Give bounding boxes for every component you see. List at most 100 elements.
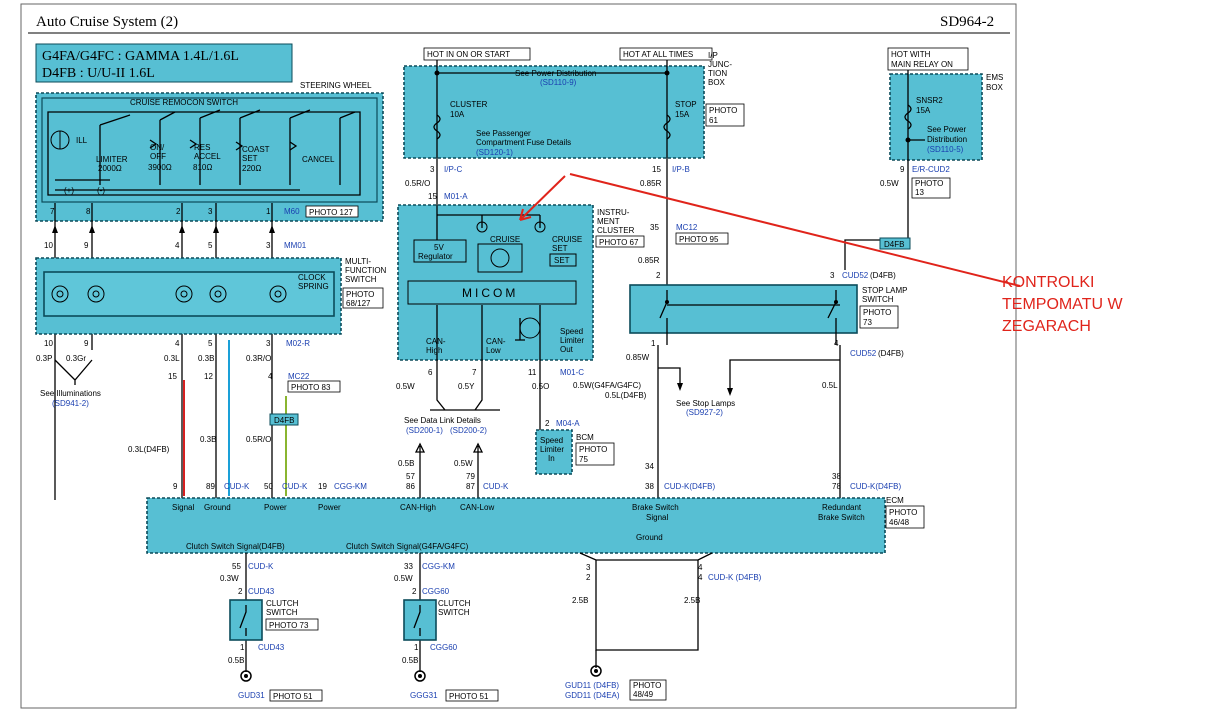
mf-label-3: SWITCH [345, 275, 377, 284]
plus-label: (+) [64, 186, 74, 195]
wire-0.3l-d4fb: 0.3L(D4FB) [128, 445, 170, 454]
wire-7-0.5y: 0.5Y [458, 382, 475, 391]
cluster-photo-box [595, 235, 645, 248]
stop-lamp-photo: PHOTO [863, 308, 891, 317]
ecm-pin-78: 78 [832, 482, 841, 491]
l-photo: PHOTO 73 [269, 621, 309, 630]
set-indicator: SET [554, 256, 570, 265]
hot-at-all-times-box [619, 47, 713, 61]
annotation-line-2: TEMPOMATU W [1002, 296, 1123, 313]
ip-photo: PHOTO [709, 106, 737, 115]
r-photo-no: 48/49 [633, 690, 654, 699]
bcm-photo-no: 75 [579, 455, 588, 464]
m01c-pin-6: 6 [428, 368, 433, 377]
wire-0.85w: 0.85W [626, 353, 650, 362]
wire-0.5w-g4fa: 0.5W(G4FA/G4FC) [573, 381, 641, 390]
wire-can-0.5b: 0.5B [398, 459, 414, 468]
remocon-internals [47, 109, 361, 196]
engine-line-2: D4FB : U/U-II 1.6L [42, 66, 155, 81]
wire-0.3gr: 0.3Gr [66, 354, 86, 363]
ems-see-power-2: Distribution [927, 135, 967, 144]
stop-lamp-photo-no: 73 [863, 318, 872, 327]
cruise-set-label-2: SET [552, 244, 568, 253]
bcm-in: In [548, 454, 555, 463]
m01a-pin-15: 15 [428, 192, 437, 201]
m60-pin-1: 1 [266, 207, 271, 216]
r-ground-icon [590, 665, 602, 677]
m04a-connector: M04-A [556, 419, 580, 428]
l-ground-icon [240, 670, 252, 682]
l-clutch-label-2: SWITCH [266, 608, 298, 617]
r-photo-box [629, 679, 667, 701]
see-power-ref: (SD110-9) [540, 78, 577, 87]
speed-label-3: Out [560, 345, 574, 354]
cluster-label-2: MENT [597, 217, 620, 226]
wire-0.5ro: 0.5R/O [246, 435, 271, 444]
can-low-label-2: Low [486, 346, 501, 355]
ecm-brake-2: Signal [646, 513, 668, 522]
bottom-wires [245, 552, 713, 672]
ipc-pin-3: 3 [430, 165, 435, 174]
cluster-label-3: CLUSTER [597, 226, 635, 235]
wire-0.85r: 0.85R [638, 256, 660, 265]
hot-at-all-times: HOT AT ALL TIMES [623, 50, 693, 59]
hot-with-main-relay-box [887, 47, 969, 71]
m-clutch-label-2: SWITCH [438, 608, 470, 617]
r-wire-2.5b-2: 2.5B [684, 596, 700, 605]
wire-top-0.5ro: 0.5R/O [405, 179, 430, 188]
remocon-switch-title: CRUISE REMOCON SWITCH [130, 98, 238, 107]
cud52-suffix: (D4FB) [870, 271, 896, 280]
stop-lamp-wires [657, 345, 841, 498]
see-illuminations-ref: (SD941-2) [52, 399, 89, 408]
ems-see-power: See Power [927, 125, 966, 134]
see-illuminations: See Illuminations [40, 389, 101, 398]
see-passenger: See Passenger [476, 129, 531, 138]
m01a-connector: M01-A [444, 192, 468, 201]
ecm-can-low: CAN-Low [460, 503, 494, 512]
m-wire-0.5b: 0.5B [402, 656, 418, 665]
ecm-pin-9: 9 [173, 482, 178, 491]
ecm-pin-50: 50 [264, 482, 273, 491]
ecm-redundant-1: Redundant [822, 503, 862, 512]
m-ground: GGG31 [410, 691, 438, 700]
cluster-photo: PHOTO 67 [599, 238, 639, 247]
l-gphoto: PHOTO 51 [273, 692, 313, 701]
wire-ip-0.85r: 0.85R [640, 179, 662, 188]
m-gphoto: PHOTO 51 [449, 692, 489, 701]
clock-label: CLOCK [298, 273, 326, 282]
data-link-ref-1: (SD200-1) [406, 426, 443, 435]
ecm-pin-57: 57 [406, 472, 415, 481]
r-pin-2: 2 [586, 573, 591, 582]
l-conn43b: CUD43 [258, 643, 285, 652]
ems-photo-box [911, 177, 951, 199]
erc-pin-9: 9 [900, 165, 905, 174]
ip-junction-box [403, 65, 705, 159]
ems-box-label-2: BOX [986, 83, 1004, 92]
limiter-resistance: 2000Ω [98, 164, 122, 173]
ecm-can-high: CAN-High [400, 503, 436, 512]
wire-0.3ro: 0.3R/O [246, 354, 271, 363]
see-stop-lamps: See Stop Lamps [676, 399, 735, 408]
m-conn60b: CGG60 [430, 643, 458, 652]
speed-label-2: Limiter [560, 336, 584, 345]
micom-label: MICOM [462, 286, 518, 300]
wire-11-0.5o: 0.5O [532, 382, 549, 391]
annotation-arrow [519, 173, 1021, 287]
cluster-fuse: CLUSTER [450, 100, 488, 109]
wire-0.3p: 0.3P [36, 354, 52, 363]
ecm-label: ECM [886, 496, 904, 505]
bcm-label: BCM [576, 433, 594, 442]
left-colored-wires [54, 340, 287, 496]
onoff-resistance: 3900Ω [148, 163, 172, 172]
ip-label-2: JUNC- [708, 60, 732, 69]
ecm-pin-79: 79 [466, 472, 475, 481]
ecm-box [146, 497, 886, 554]
stop-lamp-switch-box [629, 284, 858, 334]
remocon-switch-box [41, 97, 378, 203]
can-low-label: CAN- [486, 337, 506, 346]
ecm-clutch-g4fa: Clutch Switch Signal(G4FA/G4FC) [346, 542, 469, 551]
ip-label-3: TION [708, 69, 727, 78]
coast-label: COAST [242, 145, 270, 154]
mf-label-1: MULTI- [345, 257, 371, 266]
see-stop-lamps-ref: (SD927-2) [686, 408, 723, 417]
